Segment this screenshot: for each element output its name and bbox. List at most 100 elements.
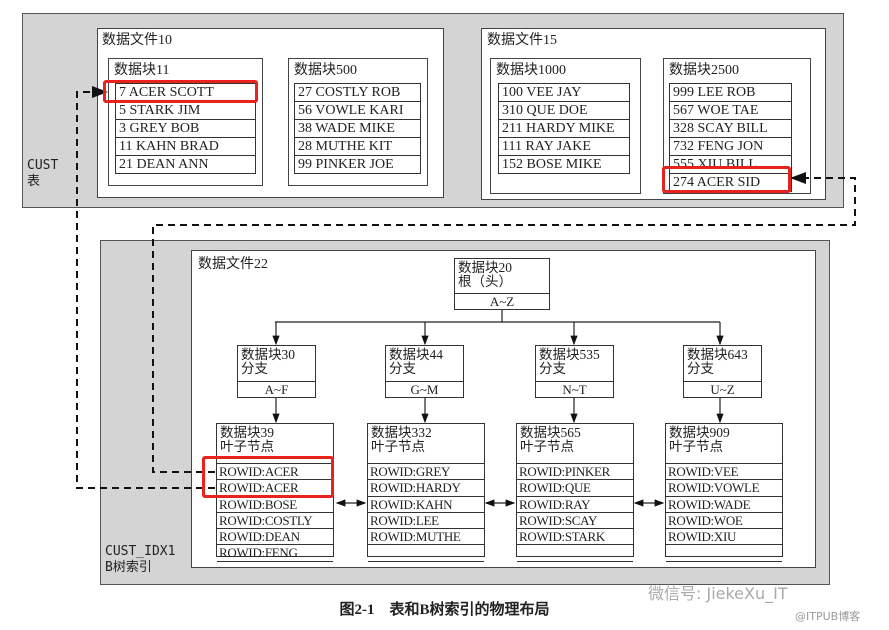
table-row: 38 WADE MIKE <box>295 120 420 138</box>
row-list: 100 VEE JAY 310 QUE DOE 211 HARDY MIKE 1… <box>498 83 630 174</box>
node-title: 数据块643 <box>687 347 748 362</box>
table-row: 111 RAY JAKE <box>499 138 629 156</box>
index-entry: ROWID:HARDY <box>368 480 484 497</box>
file-title: 数据文件10 <box>102 33 172 48</box>
index-entry <box>368 545 484 562</box>
highlight-acer-scott <box>103 80 258 103</box>
block-title: 数据块500 <box>294 63 357 78</box>
index-entry <box>666 545 782 562</box>
node-range: G~M <box>386 381 463 397</box>
table-row: 732 FENG JON <box>670 138 791 156</box>
index-entry: ROWID:ACER <box>217 464 333 481</box>
table-row: 11 KAHN BRAD <box>116 138 255 156</box>
table-row: 21 DEAN ANN <box>119 157 209 172</box>
node-title: 数据块20 <box>458 260 512 275</box>
node-title: 数据块909 <box>669 425 730 440</box>
table-row: 211 HARDY MIKE <box>499 120 629 138</box>
node-type: 叶子节点 <box>220 439 274 454</box>
node-range: U~Z <box>684 381 761 397</box>
node-type: 叶子节点 <box>520 439 574 454</box>
table-row: 99 PINKER JOE <box>298 157 394 172</box>
table-row: 27 COSTLY ROB <box>295 84 420 102</box>
node-title: 数据块39 <box>220 425 274 440</box>
highlight-rowid-acer <box>202 456 334 498</box>
index-entry: ROWID:VEE <box>666 464 782 481</box>
block-title: 数据块1000 <box>496 63 566 78</box>
row-list: 27 COSTLY ROB 56 VOWLE KARI 38 WADE MIKE… <box>294 83 421 174</box>
index-entry: ROWID:RAY <box>517 497 633 513</box>
table-type: 表 <box>27 174 41 189</box>
node-type: 根（头） <box>458 274 512 289</box>
node-range: A~F <box>238 381 315 397</box>
node-range: N~T <box>536 381 613 397</box>
file-title: 数据文件22 <box>198 257 268 272</box>
table-row: 5 STARK JIM <box>116 102 255 120</box>
index-entry: ROWID:DEAN <box>217 529 333 546</box>
node-type: 分支 <box>241 361 268 376</box>
index-entry: ROWID:XIU <box>666 529 782 546</box>
table-row: 328 SCAY BILL <box>670 120 791 138</box>
node-type: 分支 <box>539 361 566 376</box>
table-row: 56 VOWLE KARI <box>295 102 420 120</box>
index-entry: ROWID:COSTLY <box>217 513 333 530</box>
index-entry: ROWID:WADE <box>666 497 782 513</box>
index-type: B树索引 <box>105 560 152 575</box>
figure-caption: 图2-1 表和B树索引的物理布局 <box>339 602 550 618</box>
index-entry: ROWID:MUTHE <box>368 529 484 546</box>
highlight-acer-sid <box>662 166 791 193</box>
block-title: 数据块11 <box>114 63 170 78</box>
index-entry: ROWID:QUE <box>517 480 633 497</box>
table-row: 152 BOSE MIKE <box>502 157 602 172</box>
index-entry: ROWID:STARK <box>517 529 633 546</box>
node-type: 叶子节点 <box>669 439 723 454</box>
table-row: 28 MUTHE KIT <box>295 138 420 156</box>
table-row: 567 WOE TAE <box>670 102 791 120</box>
node-type: 分支 <box>389 361 416 376</box>
node-title: 数据块535 <box>539 347 600 362</box>
index-entry: ROWID:GREY <box>368 464 484 481</box>
index-entry: ROWID:BOSE <box>217 497 333 513</box>
node-range: A~Z <box>455 293 549 309</box>
table-row: 274 ACER SID <box>673 175 761 190</box>
node-title: 数据块332 <box>371 425 432 440</box>
node-title: 数据块44 <box>389 347 443 362</box>
blog-watermark: @ITPUB博客 <box>795 610 861 623</box>
index-entry: ROWID:KAHN <box>368 497 484 513</box>
rowid-pointer-acer-sid <box>152 172 856 473</box>
index-entry: ROWID:VOWLE <box>666 480 782 497</box>
index-entry: ROWID:PINKER <box>517 464 633 481</box>
node-type: 叶子节点 <box>371 439 425 454</box>
rowid-pointer-acer-scott <box>76 86 215 489</box>
index-name: CUST_IDX1 <box>105 544 176 559</box>
table-row: 999 LEE ROB <box>670 84 791 102</box>
node-title: 数据块565 <box>520 425 581 440</box>
node-title: 数据块30 <box>241 347 295 362</box>
data-block-1000: 数据块1000 100 VEE JAY 310 QUE DOE 211 HARD… <box>490 58 641 194</box>
table-name: CUST <box>27 158 59 173</box>
block-title: 数据块2500 <box>669 63 739 78</box>
file-title: 数据文件15 <box>487 33 557 48</box>
data-block-500: 数据块500 27 COSTLY ROB 56 VOWLE KARI 38 WA… <box>288 58 428 186</box>
node-type: 分支 <box>687 361 714 376</box>
index-entry: ROWID:WOE <box>666 513 782 530</box>
data-block-11: 数据块11 7 ACER SCOTT 5 STARK JIM 3 GREY BO… <box>108 58 263 186</box>
index-entry: ROWID:FENG <box>217 545 333 562</box>
table-row: 100 VEE JAY <box>499 84 629 102</box>
index-entry: ROWID:LEE <box>368 513 484 530</box>
index-entry <box>517 545 633 562</box>
table-row: 3 GREY BOB <box>116 120 255 138</box>
row-list: 7 ACER SCOTT 5 STARK JIM 3 GREY BOB 11 K… <box>115 83 256 174</box>
